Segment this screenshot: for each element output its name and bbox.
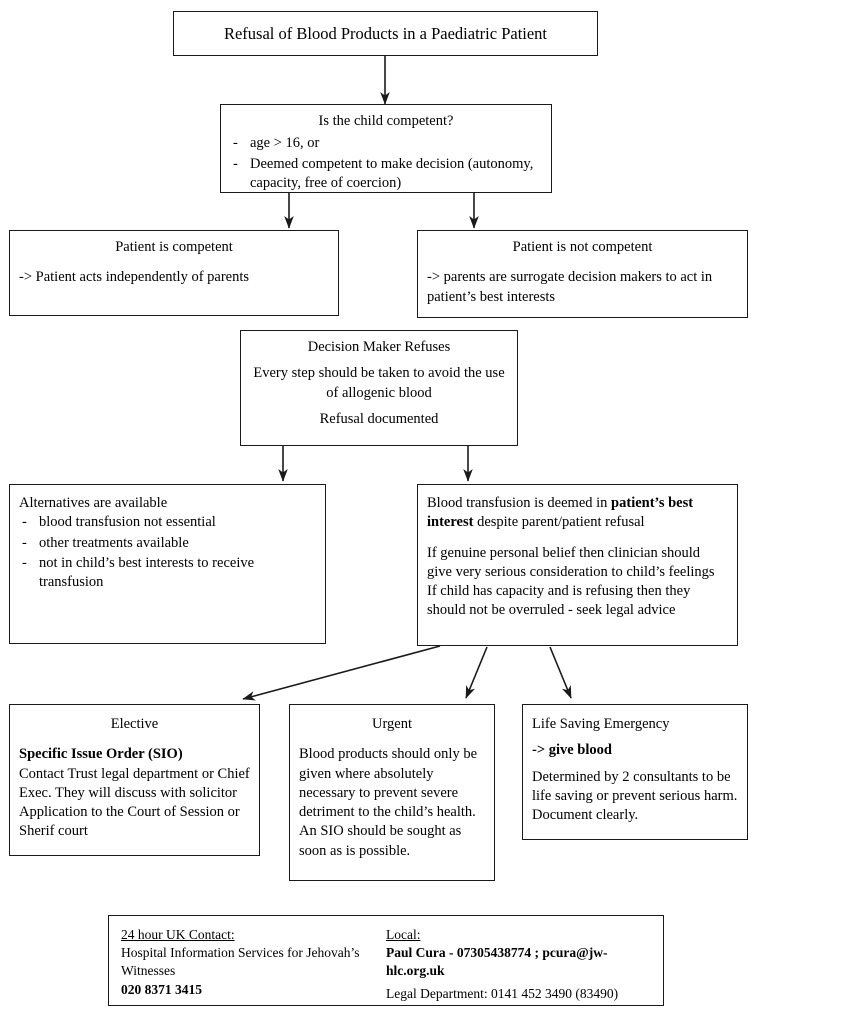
best-interest-box: Blood transfusion is deemed in patient’s… xyxy=(417,484,738,646)
urgent-body: Blood products should only be given wher… xyxy=(299,746,478,859)
competency-bullet-1: Deemed competent to make decision (auton… xyxy=(250,155,534,191)
refuses-body: Every step should be taken to avoid the … xyxy=(253,365,505,401)
patient-not-competent-heading: Patient is not competent xyxy=(512,239,653,255)
competency-heading: Is the child competent? xyxy=(318,113,454,129)
competency-bullet-list: - age > 16, or - Deemed competent to mak… xyxy=(230,134,542,193)
contact-local-email: pcura@jw-hlc.org.uk xyxy=(386,945,608,979)
best-interest-line1-bold: patient’s best interest xyxy=(427,495,694,531)
urgent-box: Urgent Blood products should only be giv… xyxy=(289,704,495,881)
list-item: - age > 16, or xyxy=(230,134,542,153)
decision-maker-refuses-box: Decision Maker Refuses Every step should… xyxy=(240,330,518,446)
alternatives-bullet-list: - blood transfusion not essential - othe… xyxy=(19,513,316,592)
refuses-footer: Refusal documented xyxy=(319,410,439,427)
list-item: - Deemed competent to make decision (aut… xyxy=(230,155,542,194)
best-interest-para2-line1: If genuine personal belief then clinicia… xyxy=(427,544,700,561)
bullet-dash: - xyxy=(22,534,27,551)
alternatives-bullet-1: other treatments available xyxy=(39,534,189,551)
arrow-best-interest-to-emergency xyxy=(549,646,572,699)
emergency-box: Life Saving Emergency -> give blood Dete… xyxy=(522,704,748,840)
best-interest-para2-line2: give very serious consideration to child… xyxy=(427,563,715,580)
elective-heading: Elective xyxy=(110,716,159,732)
elective-body: Contact Trust legal department or Chief … xyxy=(19,765,250,840)
best-interest-para2-line3: If child has capacity and is refusing th… xyxy=(427,583,691,600)
bullet-dash: - xyxy=(233,135,238,152)
patient-not-competent-box: Patient is not competent -> parents are … xyxy=(417,230,748,318)
patient-competent-box: Patient is competent -> Patient acts ind… xyxy=(9,230,339,316)
title-text: Refusal of Blood Products in a Paediatri… xyxy=(223,24,548,43)
alternatives-box: Alternatives are available - blood trans… xyxy=(9,484,326,644)
contact-local-mobile: 07305438774 xyxy=(456,945,532,961)
arrow-best-interest-to-elective xyxy=(242,645,441,701)
contact-local-column: Local: Paul Cura - 07305438774 ; pcura@j… xyxy=(386,926,658,1003)
emergency-bold-line: -> give blood xyxy=(532,742,612,759)
bullet-dash: - xyxy=(233,155,238,172)
best-interest-line1-post: despite parent/patient refusal xyxy=(473,514,645,531)
patient-competent-heading: Patient is competent xyxy=(115,239,233,255)
alternatives-bullet-2: not in child’s best interests to receive… xyxy=(39,554,255,591)
contact-local-heading: Local: xyxy=(386,927,421,942)
contact-local-name: Paul Cura xyxy=(386,945,446,961)
best-interest-line1-pre: Blood transfusion is deemed in xyxy=(427,495,612,511)
alternatives-bullet-0: blood transfusion not essential xyxy=(39,514,216,531)
bullet-dash: - xyxy=(22,514,27,531)
contact-box: 24 hour UK Contact: Hospital Information… xyxy=(108,915,664,1006)
list-item: - blood transfusion not essential xyxy=(19,513,316,532)
emergency-body: Determined by 2 consultants to be life s… xyxy=(532,768,738,824)
urgent-heading: Urgent xyxy=(371,716,412,732)
alternatives-heading: Alternatives are available xyxy=(19,495,168,511)
contact-local-legal: Legal Department: 0141 452 3490 (83490) xyxy=(386,985,619,1001)
contact-uk-organisation: Hospital Information Services for Jehova… xyxy=(121,945,360,979)
best-interest-para2-line4: should not be overruled - seek legal adv… xyxy=(427,602,676,619)
elective-box: Elective Specific Issue Order (SIO) Cont… xyxy=(9,704,260,856)
competency-bullet-0: age > 16, or xyxy=(250,135,320,152)
list-item: - not in child’s best interests to recei… xyxy=(19,554,316,593)
elective-bold-line: Specific Issue Order (SIO) xyxy=(19,746,183,763)
emergency-heading: Life Saving Emergency xyxy=(532,716,670,732)
title-box: Refusal of Blood Products in a Paediatri… xyxy=(173,11,598,56)
contact-local-semicolon: ; xyxy=(531,945,543,961)
bullet-dash: - xyxy=(22,554,27,571)
patient-competent-body: -> Patient acts independently of parents xyxy=(19,269,250,286)
contact-local-separator: - xyxy=(445,945,457,961)
list-item: - other treatments available xyxy=(19,534,316,553)
contact-uk-phone: 020 8371 3415 xyxy=(121,981,202,997)
contact-local-person-line: Paul Cura - 07305438774 ; pcura@jw-hlc.o… xyxy=(386,944,658,980)
competency-box: Is the child competent? - age > 16, or -… xyxy=(220,104,552,193)
patient-not-competent-body: -> parents are surrogate decision makers… xyxy=(427,269,713,305)
contact-uk-heading: 24 hour UK Contact: xyxy=(121,927,235,942)
refuses-heading: Decision Maker Refuses xyxy=(307,339,451,355)
arrow-best-interest-to-urgent xyxy=(465,646,488,699)
contact-uk-column: 24 hour UK Contact: Hospital Information… xyxy=(121,926,379,999)
best-interest-line1: Blood transfusion is deemed in patient’s… xyxy=(427,494,728,533)
